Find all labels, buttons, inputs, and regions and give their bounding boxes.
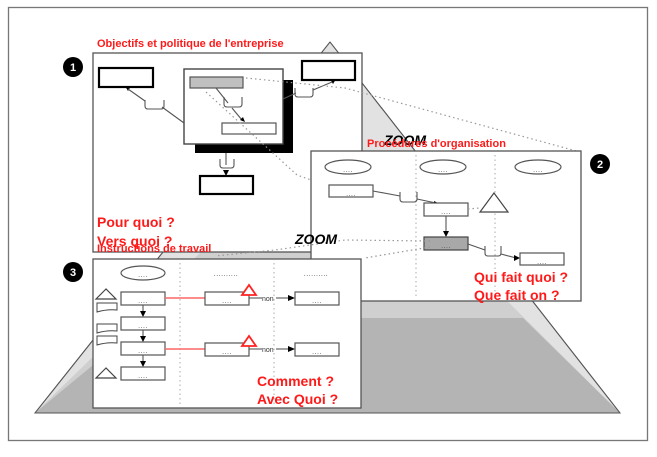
level-3-question-2: Avec Quoi ? [257,391,338,407]
svg-text:....: .... [441,243,451,250]
task-box-highlighted [423,236,469,251]
level-3-panel: .... .......... .......... .... .... ...… [63,243,362,409]
svg-text:....: .... [343,167,353,174]
objective-box-bottom [198,174,255,196]
zoom-line-2b [364,246,431,259]
actor-ellipse [419,159,467,175]
document-icon [96,302,118,313]
svg-text:....: .... [312,298,322,305]
svg-text:....: .... [222,349,232,356]
red-warning-triangle [240,334,258,347]
level-2-question-2: Que fait on ? [474,287,560,303]
zoom-label-upper: ZOOM [383,132,426,148]
document-icon [96,335,118,346]
decision-triangle [478,191,510,213]
level-1-number: 1 [70,62,76,74]
zoom-line-1a [245,77,581,153]
level-3-question-1: Comment ? [257,373,334,389]
column-header: .......... [214,271,238,278]
level-2-title: Procédures d'organisation [367,138,506,150]
svg-text:....: .... [138,272,148,279]
connector [399,192,418,203]
branch-label: non [262,296,274,303]
level-1-question-2: Vers quoi ? [97,233,172,249]
objective-box-right [300,59,357,82]
connector-left [144,100,165,110]
svg-text:....: .... [138,348,148,355]
sub-process-start [189,76,244,89]
svg-text:....: .... [312,349,322,356]
step-box [120,366,166,381]
svg-text:....: .... [441,209,451,216]
connector-right [294,88,314,98]
step-box [294,342,340,357]
connector [484,246,502,257]
column-header: .......... [304,271,328,278]
triangle-marker [94,288,118,300]
red-warning-triangle [240,283,258,296]
level-1-badge [63,57,83,77]
svg-text:....: .... [222,298,232,305]
branch-label: non [262,347,274,354]
level-1-panel: 1 Objectifs et politique de l'entreprise… [63,38,581,253]
svg-text:....: .... [438,167,448,174]
arrow-head [240,117,245,122]
step-box [294,291,340,306]
zoom-line-2a [214,239,431,257]
actor-ellipse [324,159,372,175]
actor-ellipse [514,159,562,175]
sub-process-end [221,122,277,135]
actor-ellipse [120,265,166,281]
level-2-question-1: Qui fait quoi ? [474,269,568,285]
svg-text:....: .... [346,191,356,198]
level-2-badge [590,154,610,174]
zoom-label-lower: ZOOM [294,231,337,247]
svg-text:....: .... [138,298,148,305]
task-box [519,252,565,266]
svg-text:....: .... [138,323,148,330]
level-3-number: 3 [70,267,76,279]
level-1-question-1: Pour quoi ? [97,214,175,230]
svg-text:....: .... [537,259,547,266]
objective-box-left [97,66,155,89]
triangle-marker [94,367,118,379]
document-icon [96,323,118,334]
connector-inner [223,97,243,108]
level-1-title: Objectifs et politique de l'entreprise [97,38,284,50]
level-3-title: Instructions de travail [97,243,211,255]
svg-text:....: .... [533,167,543,174]
level-3-badge [63,262,83,282]
level-2-number: 2 [597,159,603,171]
level-3-frame [92,258,362,409]
svg-text:....: .... [138,373,148,380]
connector-bottom [219,159,235,169]
zoom-line-1b [205,91,312,181]
